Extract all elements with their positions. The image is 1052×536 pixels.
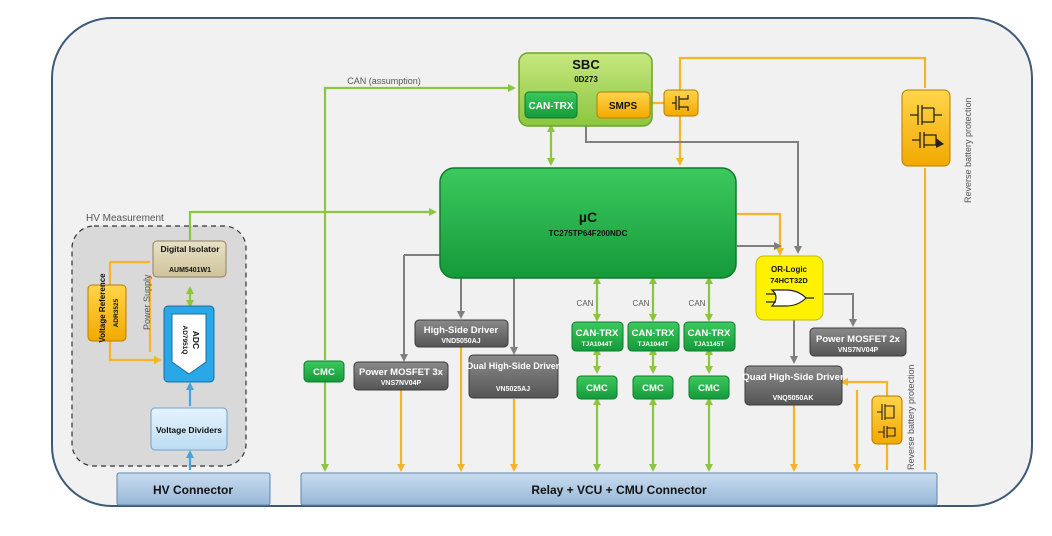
svg-text:VNQ5050AK: VNQ5050AK bbox=[773, 395, 814, 402]
svg-text:VND5050AJ: VND5050AJ bbox=[441, 338, 480, 345]
can-trx-block-3: CAN-TRX TJA1145T bbox=[683, 321, 736, 352]
svg-text:Power MOSFET 3x: Power MOSFET 3x bbox=[359, 367, 444, 378]
sbc-mosfet-icon bbox=[663, 89, 699, 117]
svg-text:High-Side Driver: High-Side Driver bbox=[424, 325, 499, 336]
hv-connector: HV Connector bbox=[116, 472, 271, 506]
orange-wires bbox=[108, 56, 927, 472]
voltage-reference-block: Voltage Reference ADR3525 bbox=[87, 273, 127, 343]
svg-text:0D273: 0D273 bbox=[574, 75, 598, 84]
svg-text:µC: µC bbox=[579, 209, 597, 225]
reverse-battery-protection-top bbox=[901, 89, 951, 167]
adc-block: ADC AD7951Q bbox=[163, 305, 215, 383]
cmc-block-3: CMC bbox=[688, 375, 730, 400]
svg-text:Digital Isolator: Digital Isolator bbox=[160, 244, 220, 254]
svg-text:ADR3525: ADR3525 bbox=[113, 298, 120, 327]
can-label-2: CAN bbox=[633, 299, 650, 308]
svg-text:VNS7NV04P: VNS7NV04P bbox=[381, 380, 422, 387]
smps-block: SMPS bbox=[596, 91, 651, 119]
can-trx-block-2: CAN-TRX TJA1044T bbox=[627, 321, 680, 352]
svg-text:CAN-TRX: CAN-TRX bbox=[576, 328, 619, 339]
svg-text:SBC: SBC bbox=[572, 57, 600, 72]
svg-text:TJA1044T: TJA1044T bbox=[582, 341, 613, 348]
svg-text:AUM5401W1: AUM5401W1 bbox=[169, 267, 211, 274]
sbc-block: SBC 0D273 CAN-TRX SMPS bbox=[518, 52, 653, 127]
svg-text:CMC: CMC bbox=[698, 383, 720, 394]
svg-text:CAN-TRX: CAN-TRX bbox=[632, 328, 675, 339]
hv-measurement-label: HV Measurement bbox=[86, 213, 164, 224]
svg-text:HV Connector: HV Connector bbox=[153, 483, 233, 497]
can-trx-block-1: CAN-TRX TJA1044T bbox=[571, 321, 624, 352]
dual-high-side-driver-block: Dual High-Side Driver VN5025AJ bbox=[467, 354, 560, 399]
sbc-can-trx-block: CAN-TRX bbox=[524, 91, 578, 119]
gray-wires bbox=[404, 126, 857, 362]
microcontroller-block: µC TC275TP64F200NDC bbox=[439, 167, 737, 279]
svg-text:74HCT32D: 74HCT32D bbox=[770, 276, 808, 285]
svg-text:CAN-TRX: CAN-TRX bbox=[688, 328, 731, 339]
svg-text:Dual High-Side Driver: Dual High-Side Driver bbox=[467, 361, 560, 371]
svg-text:TJA1145T: TJA1145T bbox=[694, 341, 724, 348]
power-mosfet-3x-block: Power MOSFET 3x VNS7NV04P bbox=[353, 361, 449, 391]
svg-text:AD7951Q: AD7951Q bbox=[181, 326, 188, 355]
high-side-driver-block: High-Side Driver VND5050AJ bbox=[414, 319, 509, 348]
svg-text:ADC: ADC bbox=[191, 331, 201, 349]
power-supply-label: Power Supply bbox=[142, 274, 152, 330]
svg-text:VNS7NV04P: VNS7NV04P bbox=[838, 347, 879, 354]
or-gate-icon bbox=[766, 289, 814, 307]
svg-text:Relay + VCU + CMU Connector: Relay + VCU + CMU Connector bbox=[531, 483, 707, 497]
svg-text:CMC: CMC bbox=[586, 383, 608, 394]
svg-text:CMC: CMC bbox=[313, 367, 335, 378]
svg-text:CAN-TRX: CAN-TRX bbox=[529, 101, 574, 112]
cmc-block-2: CMC bbox=[632, 375, 674, 400]
svg-text:CMC: CMC bbox=[642, 383, 664, 394]
svg-text:SMPS: SMPS bbox=[609, 101, 638, 112]
svg-text:TC275TP64F200NDC: TC275TP64F200NDC bbox=[549, 229, 628, 238]
digital-isolator-block: Digital Isolator AUM5401W1 bbox=[152, 240, 227, 278]
svg-text:Quad High-Side Driver: Quad High-Side Driver bbox=[742, 372, 844, 383]
svg-text:VN5025AJ: VN5025AJ bbox=[496, 386, 530, 393]
quad-high-side-driver-block: Quad High-Side Driver VNQ5050AK bbox=[742, 365, 844, 406]
svg-text:Voltage Dividers: Voltage Dividers bbox=[156, 425, 222, 435]
can-label-1: CAN bbox=[577, 299, 594, 308]
reverse-battery-protection-lower bbox=[871, 395, 903, 445]
rbp-label-top: Reverse battery protection bbox=[963, 97, 973, 203]
cmc-block-1: CMC bbox=[576, 375, 618, 400]
power-mosfet-2x-block: Power MOSFET 2x VNS7NV04P bbox=[809, 327, 907, 357]
svg-text:OR-Logic: OR-Logic bbox=[771, 265, 808, 274]
green-wires bbox=[186, 84, 713, 472]
or-logic-block: OR-Logic 74HCT32D bbox=[755, 255, 824, 321]
rbp-label-lower: Reverse battery protection bbox=[906, 364, 916, 470]
svg-text:Power MOSFET 2x: Power MOSFET 2x bbox=[816, 334, 901, 345]
svg-text:TJA1044T: TJA1044T bbox=[638, 341, 669, 348]
cmc-block-can-assumption: CMC bbox=[303, 360, 345, 383]
svg-text:Voltage Reference: Voltage Reference bbox=[98, 273, 107, 343]
voltage-dividers-block: Voltage Dividers bbox=[150, 407, 228, 451]
can-label-3: CAN bbox=[689, 299, 706, 308]
relay-vcu-cmu-connector: Relay + VCU + CMU Connector bbox=[300, 472, 938, 506]
can-assumption-label: CAN (assumption) bbox=[347, 76, 421, 86]
